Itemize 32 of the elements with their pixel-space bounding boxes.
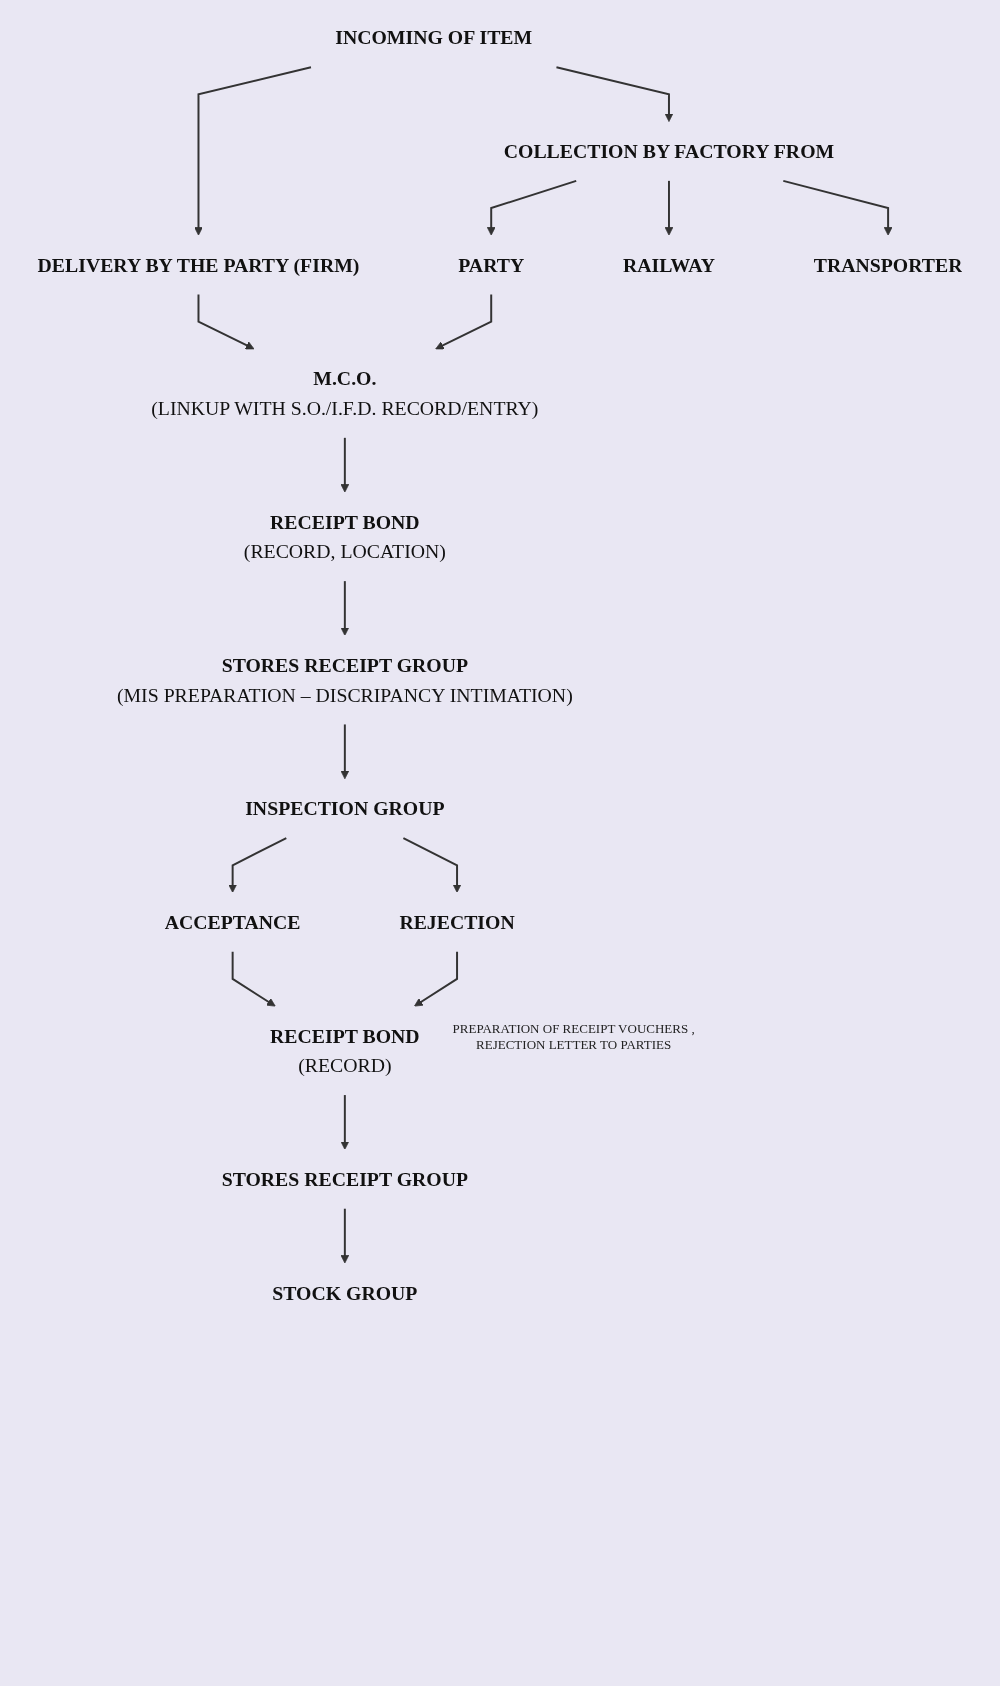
arrow bbox=[486, 179, 578, 236]
arrow bbox=[664, 179, 674, 236]
node-text: M.C.O. (LINKUP WITH S.O./I.F.D. RECORD/ENTRY) bbox=[151, 367, 539, 420]
arrow bbox=[402, 837, 462, 893]
arrow bbox=[555, 66, 674, 122]
arrow bbox=[435, 293, 493, 350]
node-text: STORES RECEIPT GROUP bbox=[221, 1168, 469, 1190]
node-text: STOCK GROUP bbox=[272, 1281, 418, 1304]
arrow bbox=[782, 179, 893, 236]
node-text: PARTY bbox=[458, 254, 525, 276]
node-text: INCOMING OF ITEM bbox=[335, 26, 533, 49]
node-text: INSPECTION GROUP bbox=[245, 797, 445, 820]
node-text: REJECTION bbox=[399, 911, 515, 933]
node-text: STORES RECEIPT GROUP (MIS PREPARATION – DISCRIPANCY INTIMATION) bbox=[116, 654, 573, 706]
node-text: ACCEPTANCE bbox=[164, 911, 301, 933]
arrow bbox=[340, 723, 350, 780]
node-text: RECEIPT BOND (RECORD) bbox=[270, 1024, 420, 1077]
arrow bbox=[340, 1094, 350, 1150]
side-note: PREPARATION OF RECEIPT VOUCHERS , REJECTION LETTER TO PARTIES bbox=[451, 1020, 696, 1053]
node-text: RECEIPT BOND (RECORD, LOCATION) bbox=[243, 510, 446, 563]
arrow bbox=[197, 293, 255, 350]
arrow bbox=[340, 1207, 350, 1264]
arrow bbox=[414, 950, 459, 1007]
node-text: DELIVERY BY THE PARTY (FIRM) bbox=[37, 254, 360, 276]
arrow bbox=[228, 837, 288, 893]
arrow bbox=[194, 66, 312, 236]
arrow bbox=[231, 950, 276, 1007]
node-text: COLLECTION BY FACTORY FROM bbox=[503, 140, 835, 163]
node-text: TRANSPORTER bbox=[813, 254, 963, 276]
arrow bbox=[340, 436, 350, 493]
node-text: RAILWAY bbox=[623, 254, 715, 276]
arrow bbox=[340, 580, 350, 636]
